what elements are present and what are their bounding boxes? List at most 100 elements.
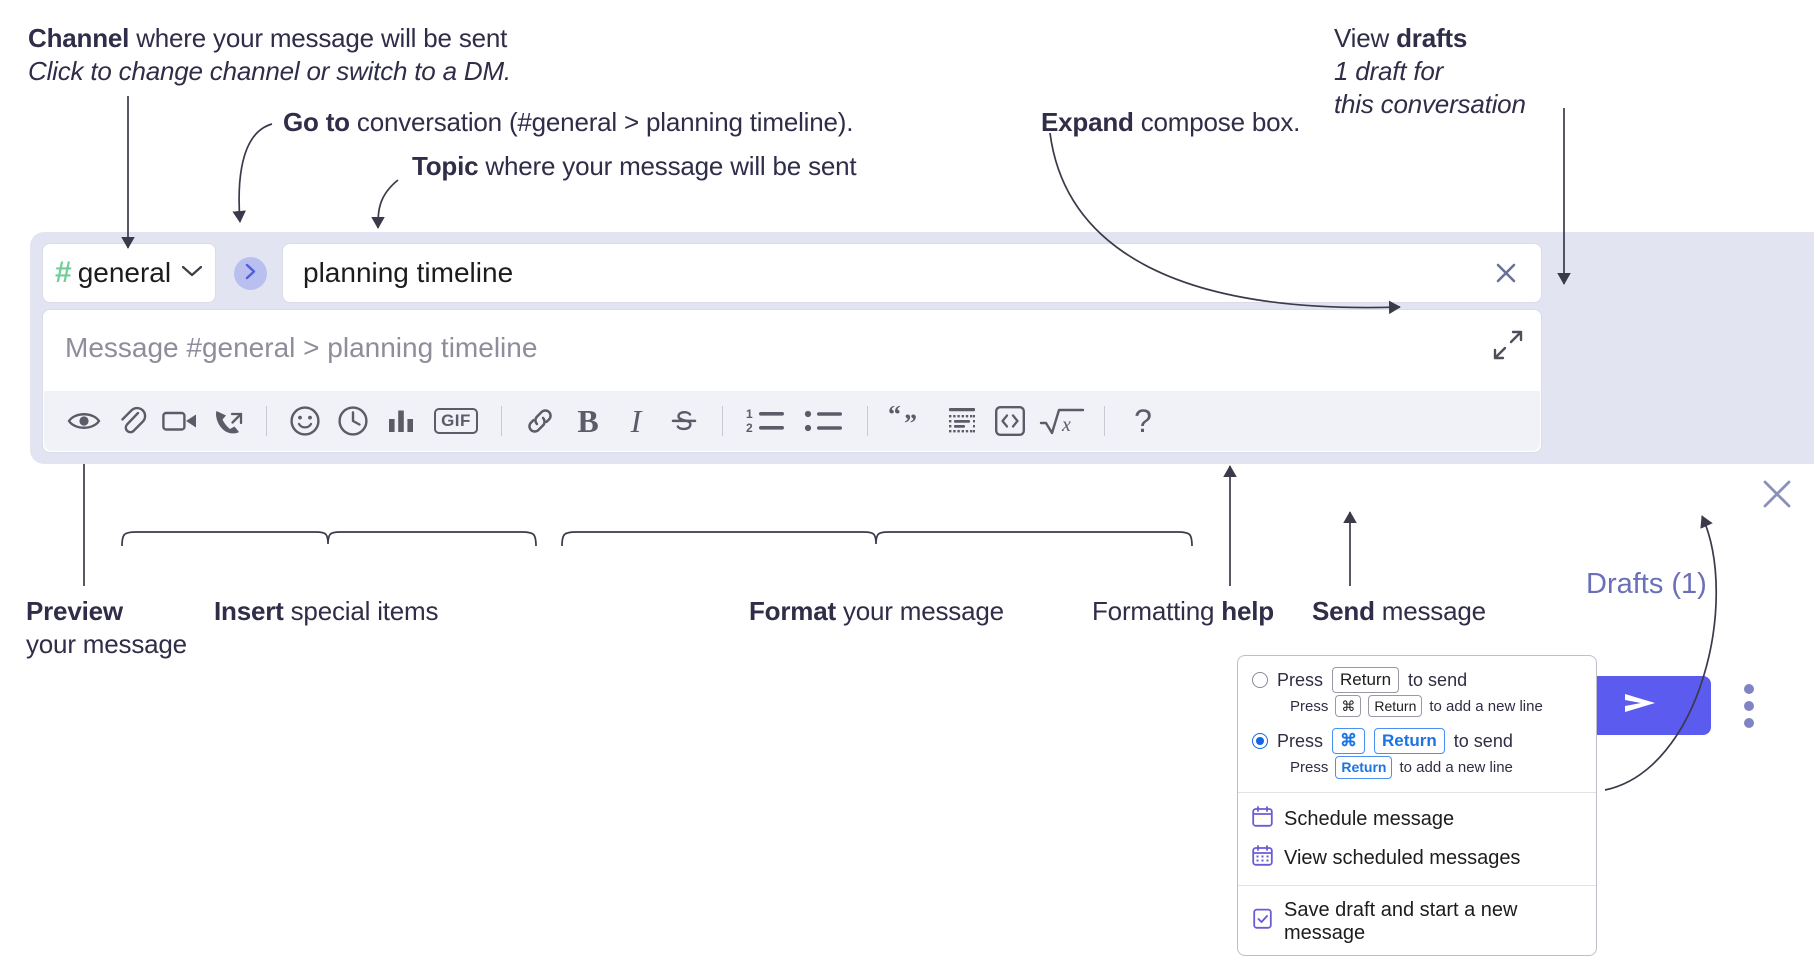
menu-option1-sub-key2: Return [1368, 695, 1423, 718]
annotation-help: Formatting help [1092, 595, 1274, 628]
annotation-expand-bold: Expand [1041, 107, 1134, 137]
compose-options-button[interactable] [1738, 684, 1760, 728]
menu-item-save-draft[interactable]: Save draft and start a new message [1238, 893, 1596, 951]
annotation-preview-bold: Preview [26, 596, 123, 626]
vertical-dots-icon [1744, 684, 1754, 694]
channel-picker[interactable]: # general [42, 243, 216, 303]
menu-divider [1238, 791, 1596, 793]
svg-text:“: “ [888, 406, 901, 429]
annotation-insert-bold: Insert [214, 596, 284, 626]
svg-text:”: ” [904, 409, 917, 436]
annotation-send-bold: Send [1312, 596, 1375, 626]
menu-option1-sub-press: Press [1290, 697, 1329, 715]
menu-option2-sub-tail: to add a new line [1399, 758, 1513, 776]
annotation-drafts-pre: View [1334, 23, 1397, 53]
italic-icon[interactable]: I [612, 397, 660, 445]
menu-option2-press: Press [1277, 730, 1324, 751]
toolbar-separator [266, 406, 267, 436]
menu-item-schedule-message[interactable]: Schedule message [1238, 800, 1596, 839]
annotation-preview-sub: your message [26, 628, 187, 659]
annotation-channel: Channel where your message will be sent … [28, 22, 511, 88]
menu-divider [1238, 884, 1596, 886]
channel-name-label: general [77, 257, 172, 288]
blockquote-icon[interactable]: “ ” [882, 397, 938, 445]
math-formula-icon[interactable]: x [1034, 397, 1090, 445]
annotation-help-bold: help [1221, 596, 1274, 626]
menu-option2-key2: Return [1374, 728, 1445, 755]
annotation-topic-rest: where your message will be sent [478, 151, 857, 181]
annotation-goto-rest: conversation (#general > planning timeli… [349, 107, 854, 137]
annotation-goto: Go to conversation (#general > planning … [283, 106, 853, 139]
formatting-toolbar: GIF B I [44, 391, 1540, 451]
menu-radio-option-return[interactable]: Press Return to send [1238, 662, 1596, 695]
menu-option1-key: Return [1332, 667, 1400, 694]
svg-text:1: 1 [746, 407, 753, 421]
annotation-drafts: View drafts 1 draft for this conversatio… [1334, 22, 1526, 120]
radio-selected-icon [1252, 733, 1268, 750]
expand-icon[interactable] [1493, 330, 1523, 365]
annotation-channel-bold: Channel [28, 23, 130, 53]
link-icon[interactable] [516, 397, 564, 445]
annotation-format-bold: Format [749, 596, 836, 626]
menu-option2-sub-key: Return [1335, 756, 1393, 779]
calendar-schedule-icon [1252, 805, 1273, 833]
annotation-drafts-sub2: this conversation [1334, 88, 1526, 119]
send-paper-plane-icon [1619, 688, 1661, 723]
annotation-insert-rest: special items [283, 596, 439, 626]
drafts-link[interactable]: Drafts (1) [1586, 568, 1707, 600]
message-placeholder: Message #general > planning timeline [65, 332, 538, 363]
annotation-format: Format your message [749, 595, 1004, 628]
menu-item-label: Save draft and start a new message [1284, 898, 1518, 944]
gif-icon[interactable]: GIF [425, 397, 487, 445]
code-block-icon[interactable] [938, 397, 986, 445]
italic-label: I [630, 402, 642, 439]
toolbar-separator [1104, 406, 1105, 436]
emoji-smiley-icon[interactable] [281, 397, 329, 445]
formatting-help-icon[interactable]: ? [1119, 397, 1167, 445]
strikethrough-icon[interactable] [660, 397, 708, 445]
menu-radio-option-cmd-return[interactable]: Press ⌘ Return to send [1238, 723, 1596, 756]
annotation-expand: Expand compose box. [1041, 106, 1300, 139]
menu-option1-sub-tail: to add a new line [1429, 697, 1543, 715]
close-icon[interactable] [1491, 258, 1521, 288]
bar-chart-poll-icon[interactable] [377, 397, 425, 445]
help-label: ? [1134, 402, 1152, 439]
clock-icon[interactable] [329, 397, 377, 445]
annotation-goto-bold: Go to [283, 107, 350, 137]
compose-header-row: # general planning timeline [42, 243, 1542, 303]
annotation-format-rest: your message [835, 596, 1004, 626]
annotation-topic-bold: Topic [412, 151, 479, 181]
annotation-expand-rest: compose box. [1133, 107, 1301, 137]
document-check-icon [1252, 908, 1273, 935]
menu-option1-subtext: Press ⌘ Return to add a new line [1238, 695, 1596, 723]
message-input-area[interactable]: Message #general > planning timeline [42, 309, 1542, 453]
phone-forward-icon[interactable] [204, 397, 252, 445]
menu-option1-tail: to send [1408, 669, 1468, 690]
gif-label: GIF [434, 408, 478, 434]
compose-widget: # general planning timeline [30, 232, 1814, 735]
annotation-channel-rest: where your message will be sent [129, 23, 508, 53]
menu-item-label: Schedule message [1284, 807, 1455, 830]
bulleted-list-icon[interactable] [795, 397, 853, 445]
menu-option2-tail: to send [1453, 730, 1513, 751]
chevron-right-icon [243, 262, 258, 286]
goto-conversation-button[interactable] [234, 257, 267, 290]
svg-text:2: 2 [746, 421, 753, 435]
menu-option2-subtext: Press Return to add a new line [1238, 756, 1596, 784]
annotation-preview: Preview your message [26, 595, 187, 661]
topic-value: planning timeline [303, 257, 514, 288]
calendar-grid-icon [1252, 844, 1273, 872]
inline-code-icon[interactable] [986, 397, 1034, 445]
annotation-send: Send message [1312, 595, 1486, 628]
preview-icon[interactable] [60, 397, 108, 445]
bold-icon[interactable]: B [564, 397, 612, 445]
menu-item-view-scheduled-messages[interactable]: View scheduled messages [1238, 839, 1596, 878]
attachment-paperclip-icon[interactable] [108, 397, 156, 445]
compose-inner: # general planning timeline [42, 243, 1542, 453]
menu-option1-press: Press [1277, 669, 1324, 690]
ordered-list-icon[interactable]: 1 2 [737, 397, 795, 445]
close-icon[interactable] [1760, 477, 1794, 516]
video-camera-icon[interactable] [156, 397, 204, 445]
topic-input[interactable]: planning timeline [282, 243, 1542, 303]
